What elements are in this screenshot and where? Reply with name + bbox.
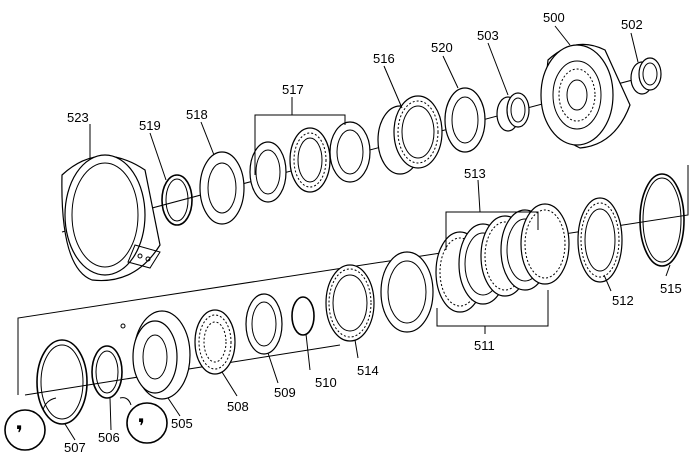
callout-502: 502: [621, 17, 643, 32]
callout-507: 507: [64, 440, 86, 455]
part-514-plate: [325, 264, 375, 342]
part-517-assembly: [249, 121, 371, 203]
part-511-513-clutch-pack: [380, 203, 570, 333]
part-502-bushing: [630, 57, 662, 95]
part-512-plate: [577, 197, 623, 283]
part-520-ring: [444, 87, 486, 153]
part-518-plate: [199, 151, 245, 225]
callout-514: 514: [357, 363, 379, 378]
callout-509: 509: [274, 385, 296, 400]
callout-513: 513: [464, 166, 486, 181]
part-506-seal: [91, 345, 123, 399]
lubricate-icon: ❜: [4, 409, 46, 451]
callout-505: 505: [171, 416, 193, 431]
svg-text:❜: ❜: [138, 414, 145, 438]
callout-523: 523: [67, 110, 89, 125]
part-510-seal: [291, 296, 315, 336]
callout-519: 519: [139, 118, 161, 133]
lubricate-icon: ❜: [126, 402, 168, 444]
part-508-spring: [194, 309, 236, 375]
callout-520: 520: [431, 40, 453, 55]
callout-500: 500: [543, 10, 565, 25]
part-509-seal: [245, 293, 283, 355]
callout-511: 511: [474, 338, 495, 353]
part-507-snap-ring: [36, 339, 88, 425]
callout-516: 516: [373, 51, 395, 66]
part-500-housing: [540, 43, 631, 149]
callout-508: 508: [227, 399, 249, 414]
part-523-band: [61, 154, 161, 282]
callout-517: 517: [282, 82, 304, 97]
callout-512: 512: [612, 293, 634, 308]
callout-503: 503: [477, 28, 499, 43]
part-519-snap-ring: [161, 174, 193, 226]
callout-515: 515: [660, 281, 682, 296]
leader-lines: [42, 25, 671, 441]
callout-506: 506: [98, 430, 120, 445]
callout-510: 510: [315, 375, 337, 390]
part-503-bushing: [496, 92, 530, 132]
part-505-piston: [120, 310, 191, 400]
part-515-snap-ring: [639, 173, 685, 267]
svg-text:❜: ❜: [16, 421, 23, 445]
callout-518: 518: [186, 107, 208, 122]
part-516-gear-drum: [377, 95, 443, 175]
